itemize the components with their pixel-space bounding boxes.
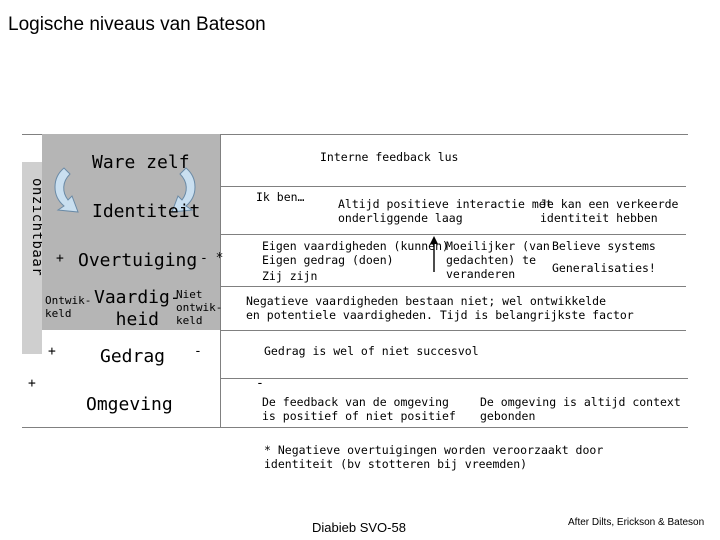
- note-believe-systems: Believe systems: [552, 239, 656, 253]
- gedrag-minus: -: [194, 344, 202, 359]
- omgeving-minus: -: [256, 376, 264, 391]
- note-context-gebonden: De omgeving is altijd context gebonden: [480, 395, 681, 423]
- level-ware-zelf: Ware zelf: [92, 152, 190, 173]
- invisible-side-bar: [22, 162, 42, 354]
- overtuiging-plus: +: [56, 251, 64, 266]
- loop-arrow-right-icon: [171, 167, 196, 213]
- note-moeilijker: Moeilijker (van gedachten) te veranderen: [446, 239, 550, 281]
- level-gedrag: Gedrag: [100, 346, 166, 367]
- vaardigheid-niet-ontwikkeld: Niet ontwik- keld: [176, 288, 223, 327]
- divider-omgeving: [22, 378, 688, 379]
- note-footnote: * Negatieve overtuigingen worden veroorz…: [264, 443, 604, 471]
- divider-top: [22, 134, 688, 135]
- divider-overtuiging: [220, 234, 686, 235]
- note-negatieve-vaardigheden: Negatieve vaardigheden bestaan niet; wel…: [246, 294, 634, 322]
- note-feedback-omgeving: De feedback van de omgeving is positief …: [262, 395, 456, 423]
- band-overtuiging: [42, 234, 220, 286]
- vaardigheid-ontwikkeld: Ontwik- keld: [45, 294, 92, 320]
- footer-credit: After Dilts, Erickson & Bateson: [568, 517, 705, 528]
- note-ik-ben: Ik ben…: [256, 190, 305, 204]
- divider-gedrag: [220, 330, 686, 331]
- loop-arrow-left-icon: [54, 167, 79, 213]
- note-gedrag-succesvol: Gedrag is wel of niet succesvol: [264, 344, 479, 358]
- divider-ik-ben: [220, 186, 686, 187]
- slide-title: Logische niveaus van Bateson: [8, 14, 266, 35]
- divider-bottom: [22, 427, 688, 428]
- note-verkeerde-identiteit: Je kan een verkeerde identiteit hebben: [540, 197, 679, 225]
- overtuiging-minus: - *: [200, 251, 224, 266]
- level-overtuiging: Overtuiging: [78, 250, 198, 271]
- note-eigen-vaardigheden: Eigen vaardigheden (kunnen) Eigen gedrag…: [262, 239, 449, 267]
- note-zij-zijn: Zij zijn: [262, 269, 318, 283]
- gedrag-plus: +: [48, 344, 56, 359]
- band-vaardigheid: [42, 286, 220, 330]
- level-vaardigheid: Vaardig- heid: [94, 287, 181, 330]
- band-border: [220, 134, 221, 378]
- omgeving-plus: +: [28, 376, 36, 391]
- note-positieve-interactie: Altijd positieve interactie met onderlig…: [338, 197, 553, 225]
- note-feedback-lus: Interne feedback lus: [320, 150, 459, 164]
- level-omgeving: Omgeving: [86, 394, 173, 415]
- band-omgeving: [22, 378, 221, 427]
- footer-source: Diabieb SVO-58: [312, 520, 406, 535]
- band-gedrag: [42, 330, 220, 378]
- note-generalisaties: Generalisaties!: [552, 261, 656, 275]
- side-label-onzichtbaar: onzichtbaar: [29, 178, 45, 277]
- divider-vaardigheid: [220, 286, 686, 287]
- level-identiteit: Identiteit: [92, 201, 201, 222]
